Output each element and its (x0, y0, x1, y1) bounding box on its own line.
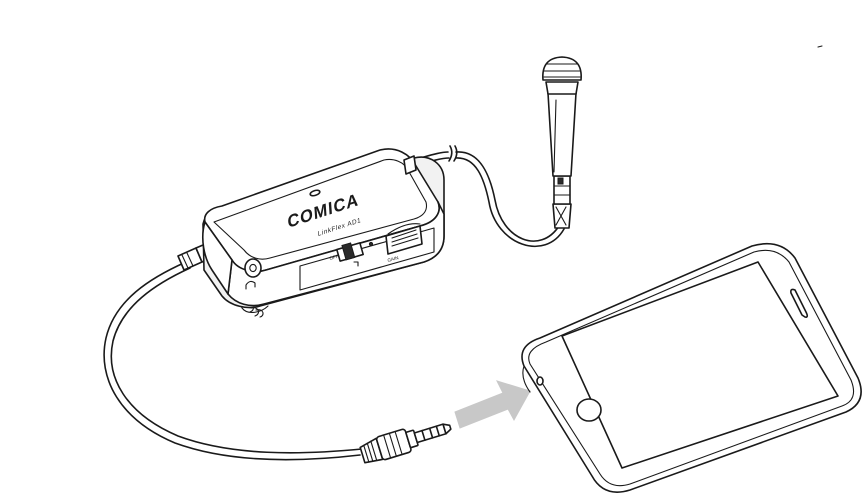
trrs-plug-icon (359, 423, 452, 464)
microphone-icon (542, 56, 582, 229)
gain-dial[interactable]: GAIN (385, 223, 423, 263)
arrow-icon (454, 380, 531, 429)
power-switch[interactable]: OFF (329, 242, 364, 267)
output-cable (103, 261, 363, 461)
headphone-jack (244, 258, 262, 290)
status-led (368, 241, 374, 247)
smartphone-icon (521, 242, 862, 493)
switch-label: OFF (329, 254, 339, 261)
stray-mark (817, 45, 823, 48)
dial-label: GAIN (387, 255, 399, 263)
audio-adapter-icon: COMICA LinkFlex AD1 OFF GAIN (177, 148, 445, 309)
